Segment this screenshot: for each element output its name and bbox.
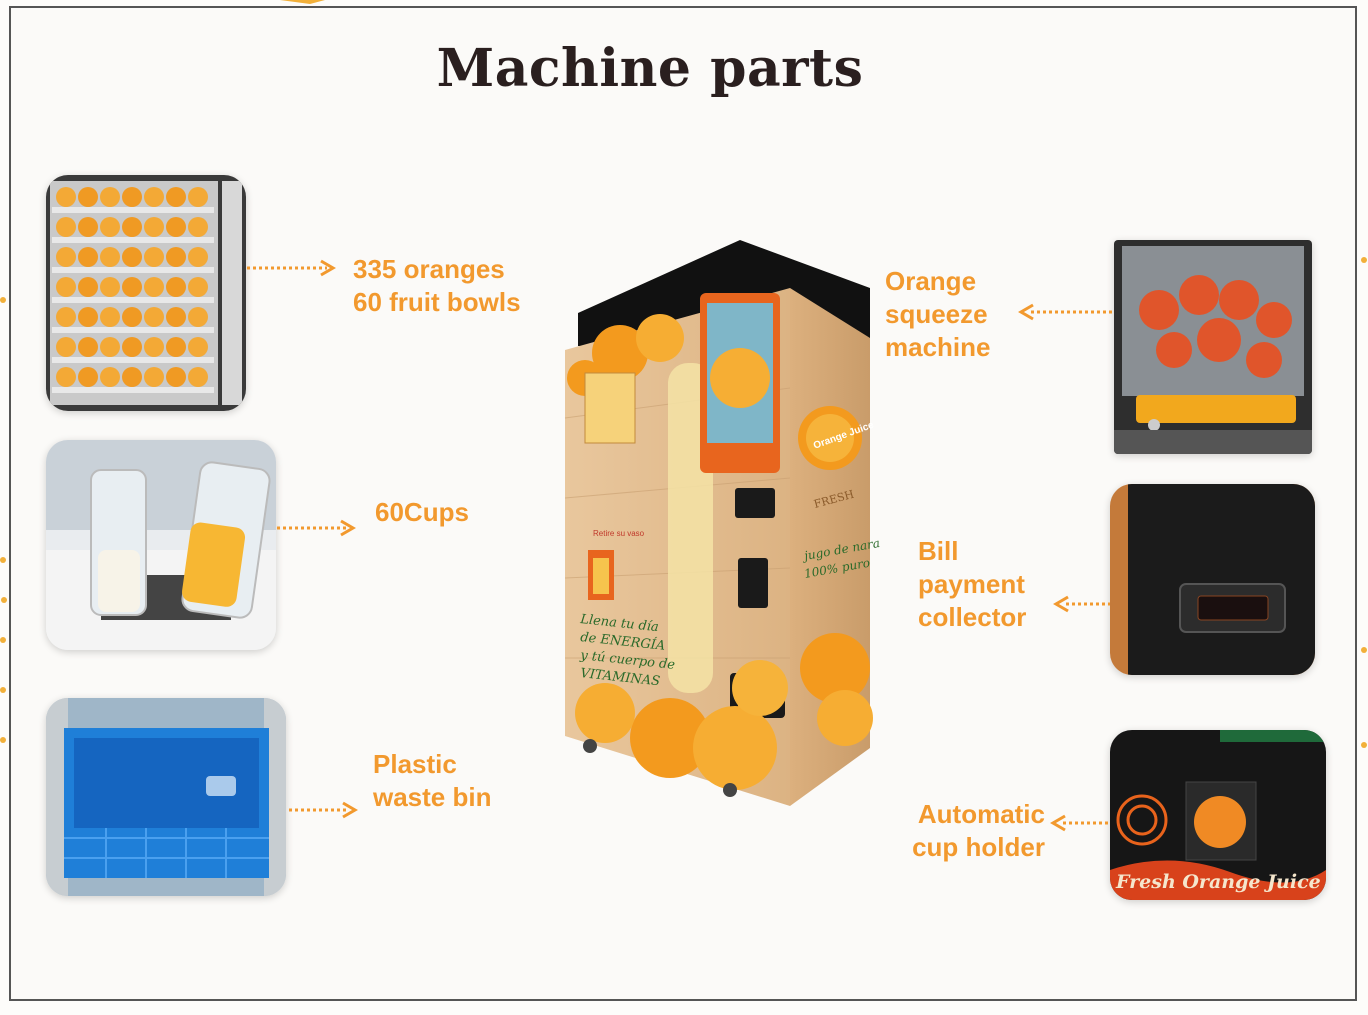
label-cup-holder-line-1: Automatic [917,799,1045,829]
label-cups-line-1: 60Cups [375,497,469,527]
label-squeezer-line-3: machine [885,332,991,362]
label-bill: Bill payment collector [918,535,1026,634]
label-cups: 60Cups [375,496,469,529]
cup-holder-photo: Fresh Orange Juice [1110,730,1326,900]
label-squeezer-line-1: Orange [885,266,977,296]
page-title: Machine parts [436,38,864,99]
arrow-cup-holder [1050,814,1109,832]
arrow-oranges [247,259,336,277]
label-oranges: 335 oranges 60 fruit bowls [353,253,521,319]
arrow-waste-bin [289,801,358,819]
label-bill-line-2: payment [918,569,1025,599]
label-cup-holder: Automatic cup holder [900,798,1045,864]
label-waste-bin: Plastic waste bin [373,748,491,814]
machine-cup-notice: Retire su vaso [593,529,645,538]
label-bill-line-3: collector [918,602,1027,632]
label-waste-bin-line-1: Plastic [373,749,457,779]
arrow-bill [1053,595,1110,613]
bill-collector-photo [1110,484,1315,675]
label-squeezer-line-2: squeeze [885,299,988,329]
waste-bin-photo [46,698,286,896]
label-cup-holder-line-2: cup holder [912,832,1045,862]
label-oranges-line-1: 335 oranges [353,254,505,284]
vending-machine: Retire su vaso Llena tu día de ENERGÍA y… [564,240,880,806]
cup-holder-banner: Fresh Orange Juice [1115,871,1321,893]
squeezer-photo [1114,240,1312,454]
arrow-squeezer [1018,303,1113,321]
label-squeezer: Orange squeeze machine [885,265,991,364]
label-bill-line-1: Bill [918,536,959,566]
label-oranges-line-2: 60 fruit bowls [353,287,521,317]
cups-photo [46,440,276,650]
orange-rack-photo [46,175,246,411]
arrow-cups [277,519,356,537]
label-waste-bin-line-2: waste bin [373,782,492,812]
